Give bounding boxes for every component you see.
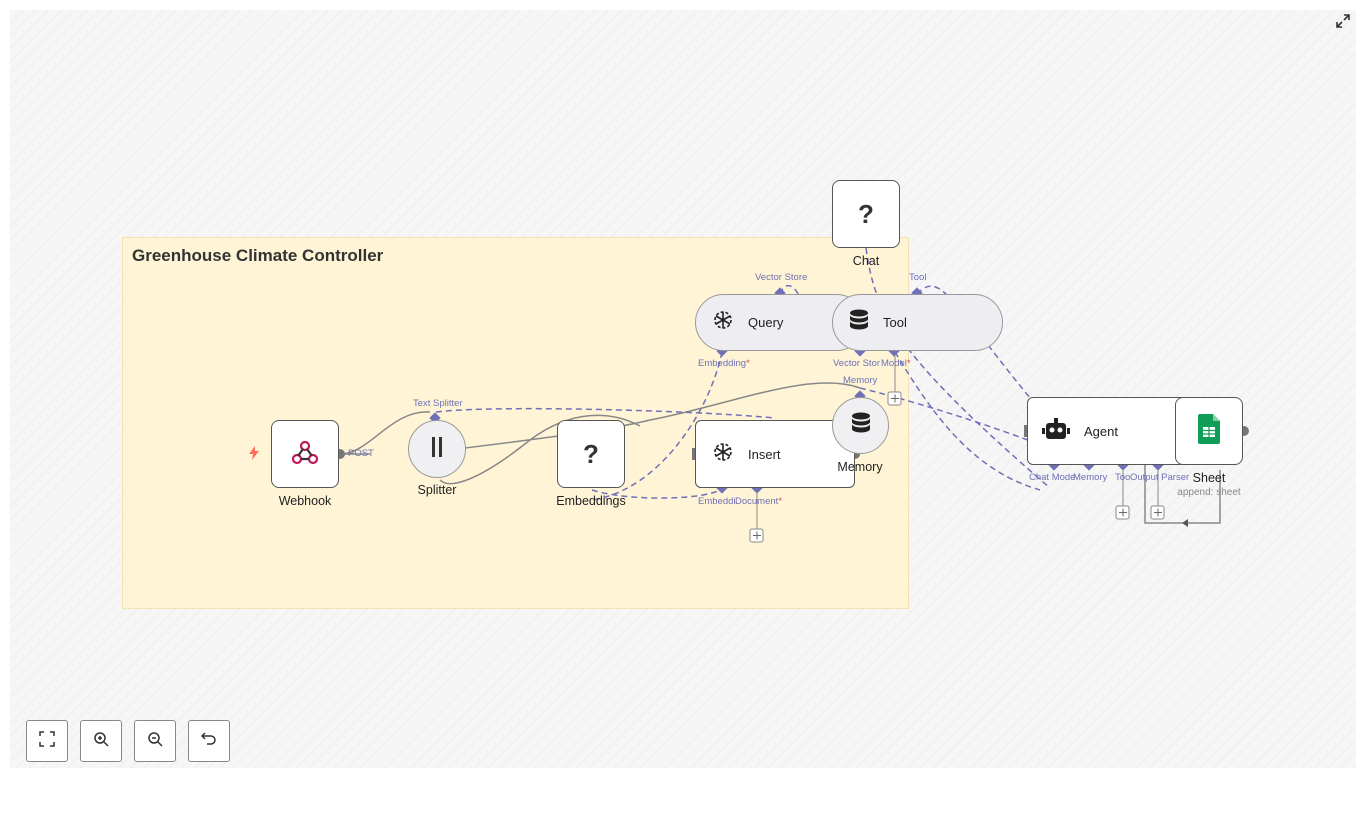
wire-textsplitter-embeddings <box>435 407 776 419</box>
wire-memory-agent <box>859 387 1091 466</box>
port-label-model: Model* <box>881 358 911 369</box>
port-label-embedding-short: Embeddi <box>698 496 736 507</box>
node-splitter[interactable] <box>408 420 466 478</box>
database-icon <box>851 412 871 439</box>
node-label-memory: Memory <box>837 460 883 474</box>
wire-embedding-insert <box>591 487 724 499</box>
fit-view-button[interactable] <box>26 720 68 762</box>
node-agent[interactable]: Agent <box>1027 397 1187 465</box>
question-icon: ? <box>858 198 874 229</box>
zoom-in-button[interactable] <box>80 720 122 762</box>
undo-button[interactable] <box>188 720 230 762</box>
wire-embedding-query <box>591 351 723 501</box>
connections-layer <box>335 247 1249 543</box>
node-sublabel-sheet: append: sheet <box>1177 487 1241 498</box>
zoom-in-icon <box>93 731 109 752</box>
fit-view-icon <box>39 730 55 752</box>
port-label-embedding: Embedding* <box>698 358 750 369</box>
node-label-query: Query <box>748 315 784 330</box>
node-label-splitter: Splitter <box>417 483 457 497</box>
robot-icon <box>1042 417 1070 446</box>
node-label-tool: Tool <box>883 315 907 330</box>
database-icon <box>849 309 869 336</box>
port-label-memory: Memory <box>843 375 878 386</box>
port-label-vector-store-short: Vector Stor <box>833 358 880 369</box>
zoom-out-icon <box>147 731 163 752</box>
node-label-insert: Insert <box>748 446 781 462</box>
openai-icon <box>712 309 734 336</box>
node-tool[interactable]: Tool <box>832 294 1003 351</box>
port-label-tool: Tool <box>909 272 927 283</box>
port-label-tool-short: Too <box>1115 472 1131 483</box>
node-sheet[interactable] <box>1175 397 1243 465</box>
fullscreen-icon[interactable] <box>1336 14 1350 28</box>
openai-icon <box>712 441 734 468</box>
node-chat[interactable]: ? <box>832 180 900 248</box>
wire-webhook-splitter <box>339 411 431 455</box>
google-sheets-icon <box>1198 413 1220 449</box>
port-label-agent-memory: Memory <box>1073 472 1108 483</box>
port-label-output-parser: Output Parser <box>1130 472 1190 483</box>
port-label-chat-model: Chat Mode <box>1029 472 1076 483</box>
port-label-text-splitter: Text Splitter <box>413 398 463 409</box>
node-insert[interactable]: Insert <box>695 420 855 488</box>
wire-model-agent <box>894 351 1041 491</box>
node-label-embeddings: Embeddings <box>556 494 626 508</box>
node-label-agent: Agent <box>1084 423 1118 439</box>
workflow-canvas[interactable]: Greenhouse Climate Controller <box>10 10 1356 768</box>
node-memory[interactable] <box>832 397 889 454</box>
port-label-vector-store: Vector Store <box>755 272 808 283</box>
port-label-post: POST <box>348 448 374 459</box>
undo-icon <box>200 731 217 752</box>
node-label-sheet: Sheet <box>1192 471 1226 485</box>
wire-splitter-insert <box>439 414 641 485</box>
node-label-chat: Chat <box>852 254 880 268</box>
wire-chat-agent <box>865 247 1051 489</box>
node-webhook[interactable] <box>271 420 339 488</box>
node-label-webhook: Webhook <box>278 494 332 508</box>
question-icon: ? <box>583 438 599 469</box>
sticky-title: Greenhouse Climate Controller <box>132 246 384 265</box>
webhook-icon <box>290 437 320 472</box>
zoom-out-button[interactable] <box>134 720 176 762</box>
port-label-document: Document* <box>735 496 783 507</box>
node-embeddings[interactable]: ? <box>557 420 625 488</box>
splitter-icon <box>430 436 444 463</box>
lightning-icon <box>248 446 260 465</box>
